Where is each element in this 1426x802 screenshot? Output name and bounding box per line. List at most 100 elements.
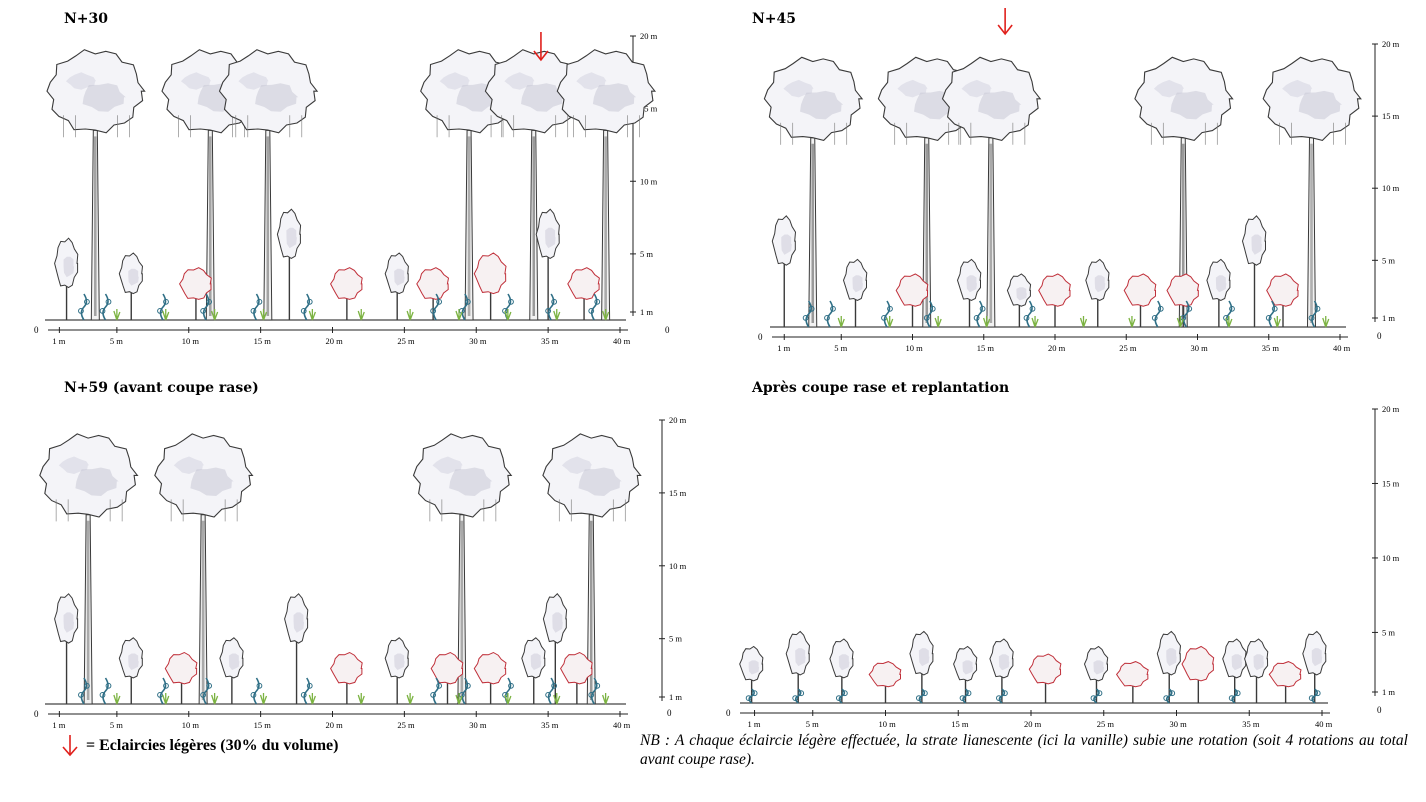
vine-stem: [253, 293, 260, 321]
vine-leaf: [200, 692, 207, 698]
vine-stem: [80, 677, 88, 705]
crown-shade: [1253, 654, 1264, 671]
vine-leaf: [1234, 690, 1241, 697]
origin-label: 0: [665, 325, 670, 335]
vanilla-vine: [78, 293, 90, 321]
crown-shade: [128, 268, 139, 286]
young-tree: [953, 645, 978, 703]
vine-leaf: [973, 315, 980, 321]
vine-leaf: [588, 692, 595, 698]
crown: [179, 267, 212, 300]
vanilla-vine: [588, 293, 601, 321]
canopy-shade: [432, 456, 463, 474]
x-tick-label: 1 m: [748, 719, 761, 729]
tall-tree: [763, 56, 864, 328]
vine-leaf: [1090, 695, 1097, 701]
y-tick-label: 20 m: [1382, 39, 1400, 49]
canopy-shade: [190, 467, 234, 496]
crown-shade: [1094, 275, 1106, 293]
y-tick-label: 15 m: [1382, 111, 1400, 121]
tall-tree: [556, 49, 657, 321]
x-tick-label: 5 m: [834, 343, 847, 353]
cacao-shrub: [1268, 661, 1302, 703]
grass-tuft: [357, 693, 365, 705]
crown-shade: [1093, 660, 1104, 675]
x-tick-label: 15 m: [254, 720, 272, 730]
crown: [473, 252, 507, 295]
canopy-shade: [592, 83, 637, 112]
y-tick-label: 10 m: [1382, 553, 1400, 563]
x-tick-label: 25 m: [1097, 719, 1115, 729]
grass-tuft: [1079, 316, 1088, 328]
grass-tuft: [406, 309, 414, 321]
vine-leaf: [830, 305, 836, 312]
canopy-shade: [439, 72, 470, 90]
vine-leaf: [250, 692, 257, 698]
grass-tuft: [259, 693, 268, 705]
grass-tuft: [1128, 316, 1136, 328]
vanilla-vine: [1228, 688, 1241, 704]
y-tick-label: 5 m: [669, 634, 682, 644]
vine-leaf: [1002, 690, 1008, 697]
x-tick-label: 10 m: [879, 719, 897, 729]
vine-leaf: [436, 682, 443, 689]
vine-stem: [253, 677, 260, 705]
canopy-shade: [65, 72, 97, 90]
vine-leaf: [464, 682, 471, 689]
young-tree: [1241, 215, 1267, 327]
crown-shade: [1016, 287, 1027, 301]
vine-leaf: [996, 695, 1002, 701]
x-tick-label: 35 m: [1242, 719, 1260, 729]
tall-tree: [39, 433, 139, 705]
vine-leaf: [430, 308, 437, 314]
x-tick-label: 25 m: [397, 720, 415, 730]
vine-leaf: [78, 692, 84, 698]
vine-leaf: [841, 690, 848, 697]
vine-leaf: [1308, 315, 1315, 321]
crown-shade: [781, 234, 792, 255]
young-tree: [771, 215, 797, 327]
x-tick-label: 40 m: [1333, 343, 1351, 353]
x-tick-label: 35 m: [1262, 343, 1280, 353]
y-tick-label: 15 m: [640, 104, 658, 114]
vine-leaf: [1314, 690, 1321, 697]
crown: [1181, 645, 1215, 682]
vine-stem: [1154, 300, 1162, 328]
vine-stem: [1268, 300, 1276, 328]
vine-leaf: [1096, 690, 1103, 697]
crown-shade: [966, 275, 977, 293]
vine-leaf: [959, 695, 966, 701]
tall-tree: [542, 433, 642, 705]
canopy-shade: [1170, 90, 1214, 120]
origin-label: 0: [1377, 331, 1382, 341]
crown-shade: [394, 268, 405, 286]
panel-title-replant: Après coupe rase et replantation: [752, 380, 1010, 396]
crown-shade: [394, 653, 405, 670]
cacao-shrub: [473, 252, 507, 320]
vanilla-vine: [430, 677, 443, 705]
panel-title-n30: N+30: [64, 11, 109, 27]
crown: [164, 651, 198, 685]
panel-title-n45: N+45: [752, 11, 797, 27]
y-tick-label: 1 m: [1382, 687, 1395, 697]
canopy-shade: [978, 90, 1022, 120]
vine-stem: [926, 300, 934, 328]
x-tick-label: 20 m: [1024, 719, 1042, 729]
vine-leaf: [965, 690, 972, 697]
canopy-shade: [521, 83, 565, 112]
vine-leaf: [594, 298, 601, 305]
young-tree: [276, 208, 302, 320]
vine-leaf: [200, 308, 207, 314]
grass-tuft: [308, 693, 316, 705]
grass-tuft: [602, 309, 610, 321]
tall-tree: [218, 49, 319, 321]
grass-tuft: [602, 693, 610, 705]
origin-label: 0: [34, 325, 39, 335]
vine-leaf: [1023, 315, 1030, 321]
vanilla-vine: [250, 677, 263, 705]
vine-leaf: [1228, 695, 1235, 701]
vine-leaf: [250, 308, 257, 314]
